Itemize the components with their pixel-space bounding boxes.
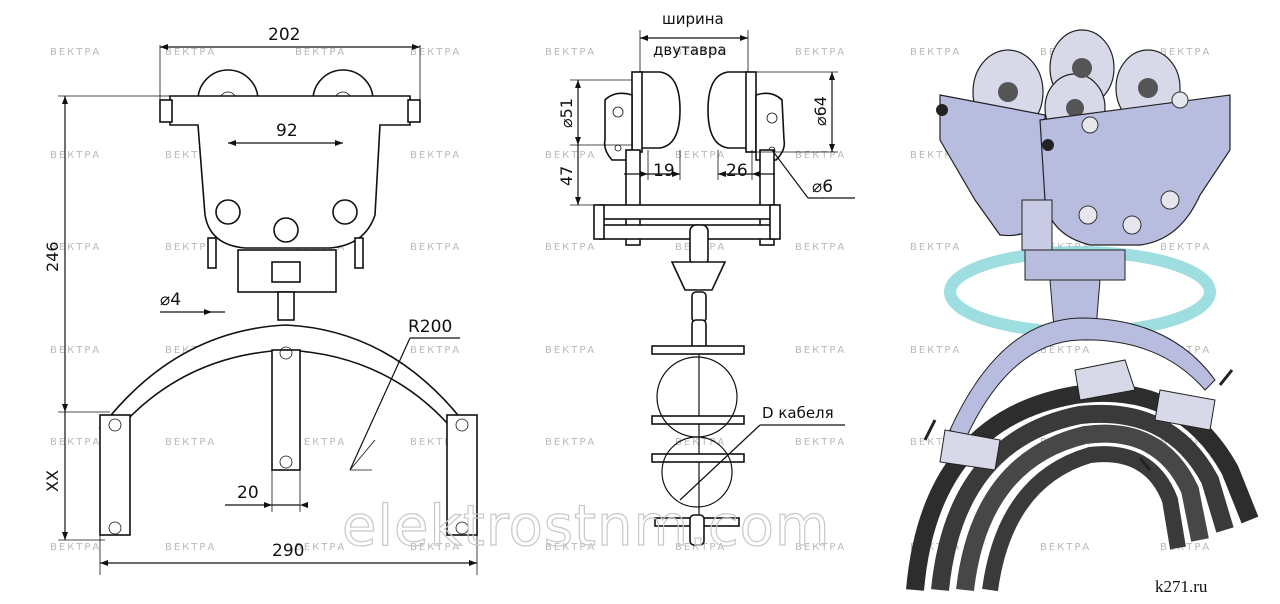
brand-watermark: ВЕКТРА bbox=[295, 542, 346, 553]
brand-watermark: ВЕКТРА bbox=[165, 242, 216, 253]
dim-width-top: 202 bbox=[268, 25, 300, 45]
brand-watermark: ВЕКТРА bbox=[410, 437, 461, 448]
brand-watermark: ВЕКТРА bbox=[910, 242, 961, 253]
side-view: ширина двутавра bbox=[557, 10, 855, 546]
brand-watermark: ВЕКТРА bbox=[545, 150, 596, 161]
brand-watermark: ВЕКТРА bbox=[1040, 345, 1091, 356]
brand-watermark: ВЕКТРА bbox=[795, 242, 846, 253]
dim-clamp-width: 20 bbox=[237, 483, 259, 503]
dim-height: 246 bbox=[43, 241, 62, 272]
beam-width-label-1: ширина bbox=[662, 10, 724, 28]
brand-watermark: ВЕКТРА bbox=[795, 437, 846, 448]
brand-watermark: ВЕКТРА bbox=[545, 47, 596, 58]
brand-watermark: ВЕКТРА bbox=[295, 437, 346, 448]
dim-wheel-small: ⌀51 bbox=[557, 98, 576, 128]
brand-watermark: ВЕКТРА bbox=[910, 345, 961, 356]
brand-watermark: ВЕКТРА bbox=[50, 542, 101, 553]
brand-watermark: ВЕКТРА bbox=[675, 150, 726, 161]
dim-cable-diameter: D кабеля bbox=[762, 404, 834, 422]
dim-flange-right: 26 bbox=[726, 161, 748, 181]
brand-watermark: ВЕКТРА bbox=[165, 542, 216, 553]
brand-watermark: ВЕКТРА bbox=[165, 150, 216, 161]
brand-watermark: ВЕКТРА bbox=[910, 437, 961, 448]
brand-watermark: ВЕКТРА bbox=[795, 47, 846, 58]
brand-watermark: ВЕКТРА bbox=[50, 47, 101, 58]
front-view: 202 92 246 XX ⌀4 R200 20 bbox=[43, 25, 478, 575]
brand-watermark: ВЕКТРА bbox=[545, 542, 596, 553]
brand-watermark: ВЕКТРА bbox=[165, 437, 216, 448]
brand-watermark: ВЕКТРА bbox=[675, 542, 726, 553]
source-label: k271.ru bbox=[1155, 577, 1208, 596]
dim-bolt-spacing: 92 bbox=[276, 121, 298, 141]
brand-watermark: ВЕКТРА bbox=[1040, 542, 1091, 553]
dim-flange-left: 19 bbox=[653, 161, 675, 181]
brand-watermark: ВЕКТРА bbox=[295, 47, 346, 58]
dim-hole-side: ⌀6 bbox=[812, 177, 833, 197]
brand-watermark: ВЕКТРА bbox=[545, 242, 596, 253]
brand-watermark: ВЕКТРА bbox=[1160, 542, 1211, 553]
isometric-view bbox=[906, 29, 1259, 592]
brand-watermark: ВЕКТРА bbox=[410, 542, 461, 553]
brand-watermark: ВЕКТРА bbox=[545, 345, 596, 356]
dim-offset-height: 47 bbox=[557, 166, 576, 186]
brand-watermark: ВЕКТРА bbox=[50, 242, 101, 253]
dim-radius: R200 bbox=[408, 317, 452, 337]
site-watermark: elektrostnm.com bbox=[342, 494, 830, 559]
brand-watermark: ВЕКТРА bbox=[795, 345, 846, 356]
dim-clamp-height: XX bbox=[43, 470, 62, 492]
brand-watermark: ВЕКТРА bbox=[910, 150, 961, 161]
brand-watermark: ВЕКТРА bbox=[1160, 242, 1211, 253]
brand-watermark: ВЕКТРА bbox=[795, 150, 846, 161]
brand-watermark: ВЕКТРА bbox=[795, 542, 846, 553]
beam-width-label-2: двутавра bbox=[653, 41, 727, 59]
dim-hole: ⌀4 bbox=[160, 290, 181, 310]
brand-watermark: ВЕКТРА bbox=[50, 345, 101, 356]
brand-watermark: ВЕКТРА bbox=[50, 437, 101, 448]
brand-watermark: ВЕКТРА bbox=[675, 437, 726, 448]
brand-watermark: ВЕКТРА bbox=[410, 242, 461, 253]
brand-watermark: ВЕКТРА bbox=[675, 47, 726, 58]
brand-watermark: ВЕКТРА bbox=[910, 542, 961, 553]
brand-watermark: ВЕКТРА bbox=[165, 47, 216, 58]
dim-wheel-large: ⌀64 bbox=[811, 96, 830, 126]
brand-watermark: ВЕКТРА bbox=[410, 150, 461, 161]
brand-watermark: ВЕКТРА bbox=[50, 150, 101, 161]
brand-watermark: ВЕКТРА bbox=[410, 345, 461, 356]
brand-watermark: ВЕКТРА bbox=[545, 437, 596, 448]
dim-span: 290 bbox=[272, 541, 304, 561]
brand-watermark: ВЕКТРА bbox=[1160, 47, 1211, 58]
brand-watermark: ВЕКТРА bbox=[910, 47, 961, 58]
brand-watermark: ВЕКТРА bbox=[410, 47, 461, 58]
